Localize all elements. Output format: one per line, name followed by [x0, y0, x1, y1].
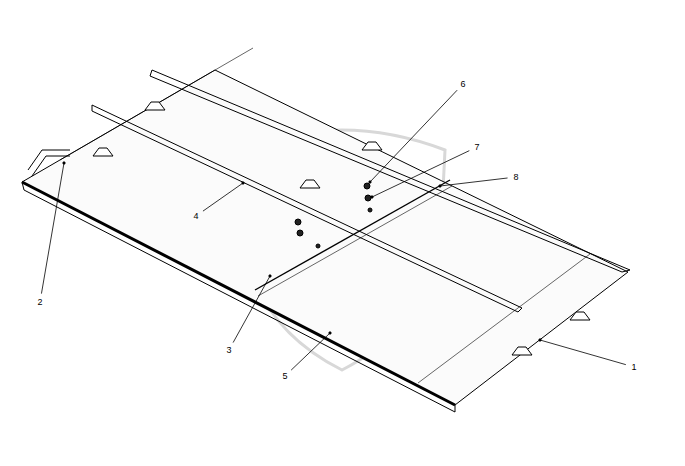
callout-number: 7: [474, 143, 479, 152]
leader-line: [372, 151, 469, 197]
leader-line: [41, 163, 64, 294]
callout-number: 4: [193, 212, 198, 221]
leader-dot: [439, 185, 441, 187]
leader-dot: [369, 181, 371, 183]
leader-dot: [63, 162, 65, 164]
callout-number: 6: [460, 80, 465, 89]
callout-number: 8: [513, 173, 518, 182]
leader-dot: [269, 275, 271, 277]
leader-line: [291, 333, 330, 370]
leader-dot: [329, 332, 331, 334]
rails: [92, 70, 630, 312]
callout-number: 5: [282, 372, 287, 381]
leader-line: [540, 340, 626, 365]
leader-line: [440, 178, 508, 186]
callout-number: 1: [631, 363, 636, 372]
leader-dot: [371, 196, 373, 198]
leader-line: [233, 276, 270, 343]
bolts: [295, 183, 372, 248]
leader-line: [370, 90, 457, 182]
leader-dot: [242, 182, 244, 184]
brackets: [93, 102, 590, 355]
callout-number: 3: [226, 346, 231, 355]
leader-line: [203, 183, 243, 211]
leader-lines: [41, 90, 625, 370]
platform-plate: [22, 48, 628, 412]
callout-number: 2: [37, 298, 42, 307]
leader-dot: [539, 339, 541, 341]
